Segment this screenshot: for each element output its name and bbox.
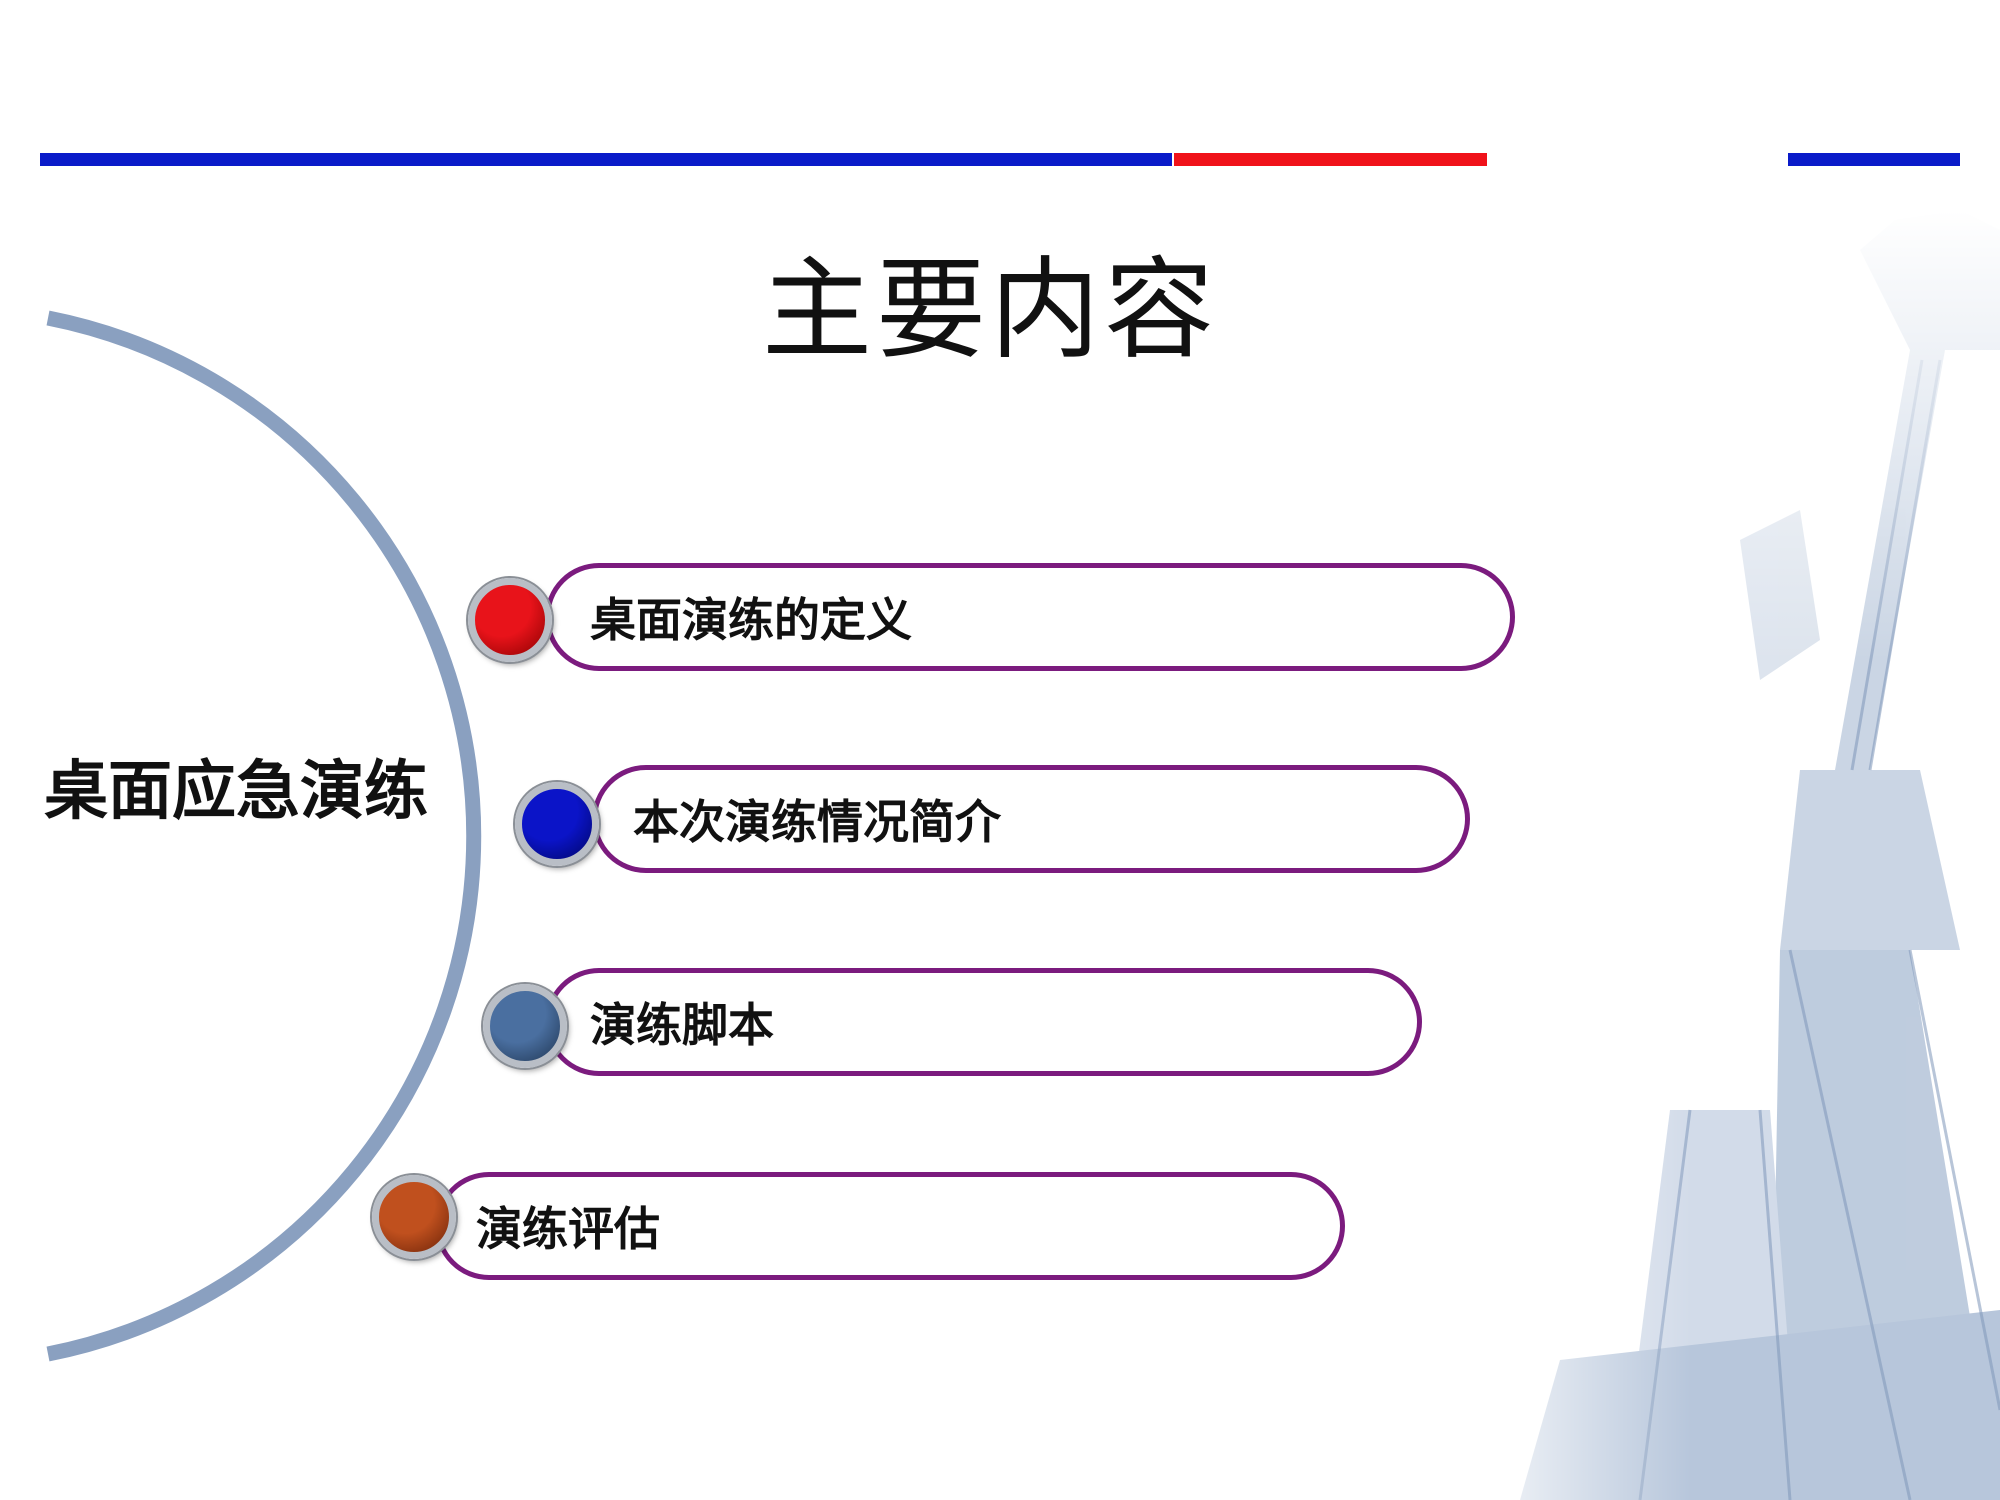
agenda-item-label: 演练评估: [476, 1202, 660, 1256]
agenda-item-label: 本次演练情况简介: [633, 795, 1001, 849]
agenda-item-label: 桌面演练的定义: [590, 593, 912, 647]
bullet-circle-icon: [468, 578, 552, 662]
agenda-item-1[interactable]: 桌面演练的定义: [545, 563, 1515, 671]
header-bar-blue-left: [40, 153, 1172, 166]
header-bar-red: [1174, 153, 1487, 166]
agenda-item-4[interactable]: 演练评估: [435, 1172, 1345, 1280]
agenda-item-3[interactable]: 演练脚本: [545, 968, 1422, 1076]
center-topic-label: 桌面应急演练: [44, 755, 428, 829]
crane-backdrop-image: [1440, 210, 2000, 1500]
bullet-circle-icon: [483, 984, 567, 1068]
agenda-item-label: 演练脚本: [590, 998, 774, 1052]
bullet-circle-icon: [515, 782, 599, 866]
slide-title: 主要内容: [762, 246, 1218, 374]
bullet-circle-icon: [372, 1175, 456, 1259]
agenda-item-2[interactable]: 本次演练情况简介: [592, 765, 1470, 873]
header-bar-blue-right: [1788, 153, 1960, 166]
